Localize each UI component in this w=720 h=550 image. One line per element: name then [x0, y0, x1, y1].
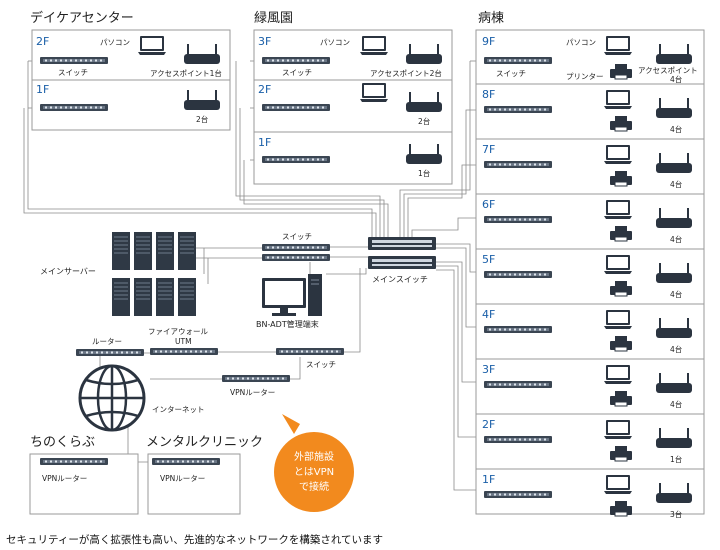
ward-floor-count: 4台 [670, 344, 682, 354]
laptop-icon [604, 36, 632, 55]
ward-floor-label: 7F [482, 143, 495, 156]
ryokufuen-switch-label: スイッチ [282, 68, 312, 77]
vpn-callout: 外部施設 とはVPN で接続 [274, 414, 354, 512]
remote-title-2: メンタルクリニック [146, 435, 263, 450]
switch-icon [484, 436, 552, 443]
callout-line2: とはVPN [294, 466, 334, 478]
daycare-1f-count: 2台 [196, 114, 208, 124]
ward-floor-label: 3F [482, 363, 495, 376]
footer-caption: セキュリティーが高く拡張性も高い、先進的なネットワークを構築されています [6, 533, 383, 546]
laptop-icon [604, 90, 632, 109]
ward-9f-label: 9F [482, 35, 495, 48]
remote-site-chinokurabu: ちのくらぶ VPNルーター [29, 435, 139, 515]
daycare-2f-label: 2F [36, 35, 49, 48]
switch-icon [484, 161, 552, 168]
ward-floor-count: 4台 [670, 399, 682, 409]
laptop-icon [360, 36, 388, 55]
ward-9f-count: 4台 [670, 74, 682, 84]
ward-printer-label: プリンター [566, 72, 604, 81]
ward-ap-label: アクセスポイント [638, 66, 698, 75]
switch-icon [484, 216, 552, 223]
ryokufuen-3f-label: 3F [258, 35, 271, 48]
switch-icon [484, 491, 552, 498]
daycare-title: デイケアセンター [30, 10, 134, 26]
switch-icon [484, 271, 552, 278]
laptop-icon [604, 200, 632, 219]
internet-label: インターネット [152, 405, 205, 414]
main-switch-label: メインスイッチ [372, 275, 428, 284]
ward-floor-count: 4台 [670, 124, 682, 134]
admin-terminal [262, 274, 322, 316]
laptop-icon [360, 83, 388, 102]
switch2-label: スイッチ [306, 360, 336, 369]
laptop-icon [604, 420, 632, 439]
router-label: ルーター [92, 337, 122, 346]
laptop-icon [604, 365, 632, 384]
ward-floor-label: 4F [482, 308, 495, 321]
ward-floor-count: 1台 [670, 454, 682, 464]
ward-floor-count: 4台 [670, 179, 682, 189]
ward-switch-label: スイッチ [496, 69, 526, 78]
laptop-icon [604, 145, 632, 164]
firewall-label: ファイアウォール [148, 327, 208, 336]
ward-floor-count: 3台 [670, 509, 682, 519]
ward-floor-label: 5F [482, 253, 495, 266]
vpn-router-label: VPNルーター [230, 388, 275, 397]
ryokufuen-2f-count: 2台 [418, 116, 430, 126]
remote-router-1: VPNルーター [42, 474, 87, 483]
utm-label: UTM [175, 337, 192, 346]
ward-section: 病棟 9F スイッチ パソコン プリンター アクセスポイント 4台 8F 4台 7F… [475, 11, 705, 519]
ryokufuen-pc-label: パソコン [320, 38, 350, 47]
laptop-icon [604, 255, 632, 274]
callout-line1: 外部施設 [294, 450, 334, 463]
remote-router-2: VPNルーター [160, 474, 205, 483]
ryokufuen-1f-label: 1F [258, 136, 271, 149]
ryokufuen-2f-label: 2F [258, 83, 271, 96]
core-switch-label: スイッチ [282, 232, 312, 241]
remote-site-mental-clinic: メンタルクリニック VPNルーター [146, 435, 263, 515]
ryokufuen-title: 緑風園 [254, 11, 293, 26]
ward-floor-label: 1F [482, 473, 495, 486]
ward-floor-label: 6F [482, 198, 495, 211]
ward-pc-label: パソコン [566, 38, 596, 47]
switch-icon [484, 326, 552, 333]
ward-floor-label: 8F [482, 88, 495, 101]
ward-floor-count: 4台 [670, 234, 682, 244]
daycare-section: デイケアセンター 2F スイッチ パソコン アクセスポイント1台 1F 2台 [30, 10, 231, 131]
remote-title-1: ちのくらぶ [30, 435, 95, 450]
ryokufuen-section: 緑風園 3F スイッチ パソコン アクセスポイント2台 2F 2台 1F 1台 [253, 11, 453, 185]
main-server-label: メインサーバー [40, 267, 96, 276]
switch-icon [484, 106, 552, 113]
daycare-ap-label: アクセスポイント1台 [150, 68, 222, 78]
callout-line3: で接続 [299, 480, 329, 493]
daycare-pc-label: パソコン [100, 38, 130, 47]
core-network: メインサーバー スイッチ メインスイッチ BN-ADT管理端末 ルーター ファイ… [40, 231, 436, 432]
switch-icon [484, 381, 552, 388]
main-server [111, 231, 197, 317]
terminal-label: BN-ADT管理端末 [256, 319, 319, 329]
internet-globe-icon [78, 364, 146, 432]
main-switch [368, 237, 436, 269]
daycare-1f-label: 1F [36, 83, 49, 96]
laptop-icon [604, 475, 632, 494]
ward-title: 病棟 [478, 11, 504, 26]
ryokufuen-ap-label: アクセスポイント2台 [370, 68, 442, 78]
ryokufuen-1f-count: 1台 [418, 168, 430, 178]
ward-floor-label: 2F [482, 418, 495, 431]
ward-floor-count: 4台 [670, 289, 682, 299]
laptop-icon [138, 36, 166, 55]
laptop-icon [604, 310, 632, 329]
daycare-switch-label: スイッチ [58, 68, 88, 77]
